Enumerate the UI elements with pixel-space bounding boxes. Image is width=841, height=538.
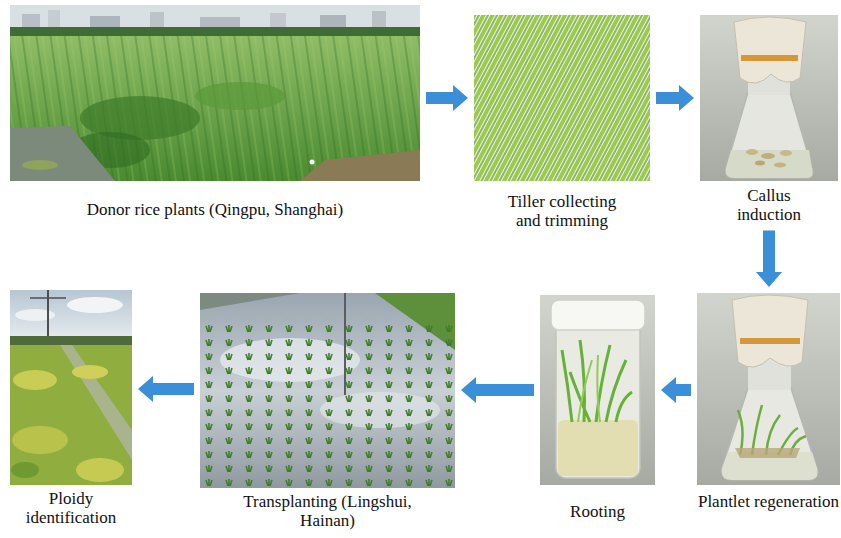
rooting-jar-photo-part (578, 355, 600, 422)
tiller-photo (474, 15, 650, 181)
callus-flask-photo-part (700, 15, 838, 181)
ploidy-field-photo-part (10, 336, 132, 345)
photo-frame (10, 290, 132, 485)
field-photo-part (48, 10, 60, 28)
callus-flask-photo-part (755, 161, 765, 166)
tiller-photo-part (474, 15, 650, 181)
callus-flask-photo-part (761, 153, 775, 159)
ploidy-field-photo-part (13, 370, 57, 390)
field-photo-part (200, 17, 240, 28)
callus-flask-photo-part (741, 55, 798, 61)
rooting-jar-photo-part (556, 320, 640, 478)
callus-flask-photo (700, 15, 838, 181)
flow-arrow (138, 376, 194, 402)
photo-step: Callus induction (700, 15, 838, 224)
transplanting-photo-part (200, 318, 455, 488)
flow-arrow (656, 85, 694, 111)
field-photo-part (22, 160, 58, 170)
field-photo-part (195, 82, 285, 110)
flow-arrow (756, 230, 782, 287)
ploidy-field-photo-part (60, 345, 132, 460)
flow-arrow (661, 377, 691, 403)
photo-step: Transplanting (Lingshui, Hainan) (200, 293, 455, 530)
ploidy-field-photo (10, 290, 132, 485)
transplanting-photo-part (200, 293, 300, 310)
field-photo-part (372, 11, 386, 28)
ploidy-field-photo-part (10, 290, 132, 485)
field-photo-part (310, 160, 315, 165)
photo-step: Donor rice plants (Qingpu, Shanghai) (10, 5, 420, 220)
callus-flask-photo-part (780, 150, 792, 156)
field-photo-part (300, 150, 420, 181)
ploidy-field-photo-part (10, 290, 132, 340)
plantlet-flask-photo-part (722, 388, 818, 480)
step-caption: Plantlet regeneration (697, 493, 840, 512)
photo-frame (200, 293, 455, 488)
field-photo-part (150, 12, 164, 28)
step-caption: Rooting (540, 503, 655, 522)
photo-frame (700, 15, 838, 181)
callus-flask-photo-part (746, 149, 758, 155)
tiller-photo-part (474, 15, 650, 181)
photo-frame (697, 293, 840, 485)
field-photo-part (10, 27, 420, 37)
callus-flask-photo-part (774, 163, 786, 168)
photo-step: Ploidy identification (10, 290, 132, 527)
step-caption: Donor rice plants (Qingpu, Shanghai) (10, 201, 420, 220)
ploidy-field-photo-part (11, 462, 39, 478)
plantlet-flask-photo-part (732, 295, 808, 367)
photo-step: Plantlet regeneration (697, 293, 840, 512)
step-caption: Ploidy identification (10, 490, 132, 527)
flow-arrow (426, 85, 468, 111)
plantlet-flask-photo-part (735, 448, 800, 458)
field-photo-part (10, 36, 420, 181)
ploidy-field-photo-part (67, 297, 123, 313)
field-photo (10, 5, 420, 181)
field-photo-part (320, 15, 346, 28)
transplanting-photo (200, 293, 455, 488)
plantlet-flask-photo-part (697, 293, 840, 485)
photo-step: Tiller collecting and trimming (474, 15, 650, 230)
rooting-jar-photo-part (558, 420, 638, 476)
callus-flask-photo-part (726, 92, 813, 178)
field-photo-part (22, 14, 40, 28)
step-caption: Transplanting (Lingshui, Hainan) (243, 493, 413, 530)
photo-frame (474, 15, 650, 181)
rooting-jar-photo (540, 295, 655, 485)
ploidy-field-photo-part (72, 365, 108, 379)
field-photo-part (270, 13, 286, 28)
plantlet-flask-photo (697, 293, 840, 485)
callus-flask-photo-part (726, 150, 813, 178)
photo-step: Rooting (540, 295, 655, 522)
step-caption: Callus induction (729, 187, 809, 224)
ploidy-field-photo-part (30, 297, 66, 299)
ploidy-field-photo-part (76, 458, 124, 482)
field-photo-part (10, 36, 420, 181)
transplanting-photo-part (200, 293, 455, 488)
photo-frame (540, 295, 655, 485)
plantlet-flask-photo-part (740, 338, 800, 344)
field-photo-part (90, 16, 120, 28)
field-photo-part (10, 126, 115, 181)
step-caption: Tiller collecting and trimming (497, 193, 627, 230)
plantlet-flask-photo-part (738, 405, 806, 455)
field-photo-part (10, 5, 420, 181)
rooting-jar-photo-part (551, 300, 645, 330)
rooting-jar-photo-part (540, 295, 655, 485)
rooting-jar-photo-part (562, 340, 632, 422)
ploidy-field-photo-part (12, 426, 68, 454)
callus-flask-photo-part (734, 17, 806, 83)
photo-frame (10, 5, 420, 181)
flow-arrow (461, 377, 534, 403)
